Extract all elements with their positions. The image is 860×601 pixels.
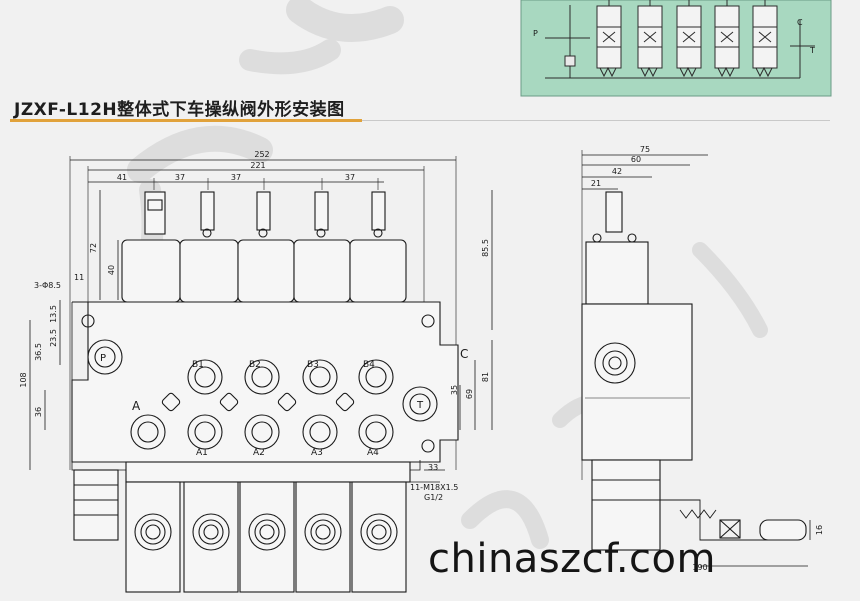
port-label-p: P bbox=[100, 353, 106, 364]
dim-40: 40 bbox=[107, 265, 116, 275]
port-label-c: C bbox=[460, 347, 468, 361]
side-dim-75: 75 bbox=[640, 145, 650, 154]
dim-37-b: 37 bbox=[231, 173, 241, 182]
dim-36: 36 bbox=[34, 407, 43, 417]
port-label-a: A bbox=[132, 399, 141, 413]
side-dim-42: 42 bbox=[612, 167, 622, 176]
port-label-b3: B3 bbox=[307, 360, 319, 370]
dim-36-5: 36.5 bbox=[34, 343, 43, 361]
dim-221: 221 bbox=[250, 161, 265, 170]
dim-37-a: 37 bbox=[175, 173, 185, 182]
dim-252: 252 bbox=[254, 150, 269, 159]
port-label-b1: B1 bbox=[192, 360, 204, 370]
schematic-port-p: P bbox=[533, 29, 538, 38]
side-dim-21: 21 bbox=[591, 179, 601, 188]
dim-37-c: 37 bbox=[345, 173, 355, 182]
title-accent-bar bbox=[10, 119, 362, 122]
dim-23-5: 23.5 bbox=[49, 329, 58, 347]
title-divider bbox=[10, 120, 830, 121]
side-dim-190: 190 bbox=[692, 563, 707, 572]
dim-108: 108 bbox=[19, 372, 28, 387]
thread-callout-m18: 11-M18X1.5 bbox=[410, 483, 458, 492]
thread-callout-g12: G1/2 bbox=[424, 493, 443, 502]
port-label-t: T bbox=[416, 400, 424, 411]
dim-41: 41 bbox=[117, 173, 127, 182]
port-label-b4: B4 bbox=[363, 360, 375, 370]
side-dim-60: 60 bbox=[631, 155, 641, 164]
dim-13-5: 13.5 bbox=[49, 305, 58, 323]
dim-11: 11 bbox=[74, 273, 84, 282]
side-dim-16: 16 bbox=[815, 525, 824, 535]
dim-72: 72 bbox=[89, 243, 98, 253]
dim-3-phi-8-5: 3-Φ8.5 bbox=[34, 281, 61, 290]
front-dimension-labels: 252 221 41 37 37 37 72 40 11 3-Φ8.5 13.5… bbox=[19, 150, 490, 502]
port-label-a3: A3 bbox=[311, 448, 323, 458]
front-view bbox=[29, 156, 493, 593]
side-dimension-labels: 75 60 42 21 16 190 bbox=[591, 145, 824, 572]
port-label-b2: B2 bbox=[249, 360, 261, 370]
front-port-labels: P A C T B1 B2 B3 B4 A1 A2 A3 A4 bbox=[100, 347, 468, 458]
schematic-port-c: C bbox=[797, 18, 803, 27]
page-title: JZXF-L12H整体式下车操纵阀外形安装图 bbox=[14, 100, 345, 120]
port-label-a4: A4 bbox=[367, 448, 379, 458]
hydraulic-schematic: P C T bbox=[520, 0, 832, 97]
side-view bbox=[581, 150, 811, 567]
website-watermark: chinaszcf.com bbox=[428, 536, 716, 582]
port-label-a2: A2 bbox=[253, 448, 265, 458]
dim-69: 69 bbox=[465, 389, 474, 399]
port-label-a1: A1 bbox=[196, 448, 208, 458]
dim-33: 33 bbox=[428, 463, 438, 472]
dim-35: 35 bbox=[450, 385, 459, 395]
dim-85-5: 85.5 bbox=[481, 239, 490, 257]
dim-81: 81 bbox=[481, 372, 490, 382]
schematic-port-t: T bbox=[809, 46, 815, 55]
